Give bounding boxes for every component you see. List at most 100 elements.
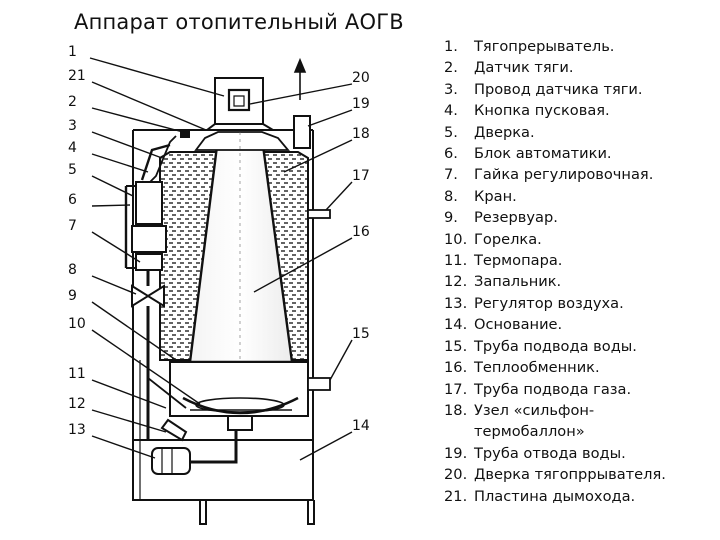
legend-item: 9. Резервуар. xyxy=(444,207,666,228)
legend-text: Резервуар. xyxy=(474,209,558,227)
callout-9: 9 xyxy=(68,288,77,304)
legend-text: Труба подвода воды. xyxy=(474,337,637,355)
legend-text: Провод датчика тяги. xyxy=(474,80,643,98)
legend-text: Кнопка пусковая. xyxy=(474,102,610,120)
legend-item: 2. Датчик тяги. xyxy=(444,57,666,78)
automatic-control-block xyxy=(124,143,171,271)
legend-num: 18. xyxy=(444,401,468,419)
legend-text: Дверка. xyxy=(474,123,535,141)
callout-11: 11 xyxy=(68,366,86,382)
callout-5: 5 xyxy=(68,162,77,178)
callout-1: 1 xyxy=(68,44,77,60)
legend-num: 17. xyxy=(444,380,468,398)
legend-item: 6. Блок автоматики. xyxy=(444,143,666,164)
legend-text: Тягопрерыватель. xyxy=(474,38,615,55)
diagram-title: Аппарат отопительный АОГВ xyxy=(74,10,404,34)
legend-num: 4. xyxy=(444,102,458,120)
callout-14: 14 xyxy=(352,418,370,434)
legend-item: 21. Пластина дымохода. xyxy=(444,486,666,507)
legend-text: Основание. xyxy=(474,316,563,334)
callout-15: 15 xyxy=(352,326,370,342)
legend-text: Кран. xyxy=(474,187,517,205)
leader-lines xyxy=(89,57,353,461)
draft-sensor xyxy=(180,130,190,138)
callout-7: 7 xyxy=(68,218,77,234)
legend-item: 17. Труба подвода газа. xyxy=(444,379,666,400)
gas-inlet-pipe xyxy=(307,209,331,219)
callout-4: 4 xyxy=(68,140,77,156)
legend-item: 5. Дверка. xyxy=(444,122,666,143)
base xyxy=(133,439,315,525)
legend-num: 7. xyxy=(444,166,458,184)
firebox xyxy=(169,361,309,417)
legend-num: 2. xyxy=(444,59,458,77)
legend-item: 4. Кнопка пусковая. xyxy=(444,100,666,121)
legend-item: 14. Основание. xyxy=(444,314,666,335)
legend-num: 5. xyxy=(444,123,458,141)
legend-num: 1. xyxy=(444,38,458,55)
legend-item: 20. Дверка тягопррывателя. xyxy=(444,464,666,485)
legend-text: Регулятор воздуха. xyxy=(474,294,624,312)
callouts-left: 1 21 2 3 4 5 6 7 8 9 10 11 12 13 xyxy=(68,44,86,438)
legend-text: Труба отвода воды. xyxy=(474,444,626,462)
callout-6: 6 xyxy=(68,192,77,208)
legend-item: 10. Горелка. xyxy=(444,229,666,250)
legend-num: 16. xyxy=(444,359,468,377)
legend-item: 3. Провод датчика тяги. xyxy=(444,79,666,100)
legend-num: 19. xyxy=(444,444,468,462)
callout-20: 20 xyxy=(352,70,370,86)
legend-text: Термопара. xyxy=(474,252,563,270)
legend-text: Дверка тягопррывателя. xyxy=(474,466,666,484)
legend-item: 1. Тягопрерыватель. xyxy=(444,36,666,57)
legend-num: 11. xyxy=(444,252,468,270)
legend-text: Теплообменник. xyxy=(474,359,600,377)
gas-valve xyxy=(131,270,165,440)
callout-2: 2 xyxy=(68,94,77,110)
legend-text-cont: термобаллон» xyxy=(474,423,585,441)
legend-text: Труба подвода газа. xyxy=(474,380,632,398)
legend-num: 8. xyxy=(444,187,458,205)
legend-item: 18. Узел «сильфон-термобаллон» xyxy=(444,400,666,443)
legend-num: 14. xyxy=(444,316,468,334)
legend-item: 15. Труба подвода воды. xyxy=(444,336,666,357)
parts-legend: 1. Тягопрерыватель. 2. Датчик тяги. 3. Пров… xyxy=(444,36,666,507)
legend-num: 15. xyxy=(444,337,468,355)
legend-num: 9. xyxy=(444,209,458,227)
draft-sensor-wire xyxy=(149,135,177,183)
legend-text: Датчик тяги. xyxy=(474,59,574,77)
draft-breaker xyxy=(204,77,277,131)
callout-18: 18 xyxy=(352,126,370,142)
callout-19: 19 xyxy=(352,96,370,112)
legend-item: 13. Регулятор воздуха. xyxy=(444,293,666,314)
legend-item: 12. Запальник. xyxy=(444,271,666,292)
legend-text: Горелка. xyxy=(474,230,542,248)
legend-text: Пластина дымохода. xyxy=(474,487,636,505)
legend-item: 11. Термопара. xyxy=(444,250,666,271)
legend-num: 3. xyxy=(444,80,458,98)
pilot-burner xyxy=(147,377,188,442)
callout-8: 8 xyxy=(68,262,77,278)
callout-16: 16 xyxy=(352,224,370,240)
callout-17: 17 xyxy=(352,168,370,184)
legend-num: 13. xyxy=(444,294,468,312)
legend-item: 16. Теплообменник. xyxy=(444,357,666,378)
legend-num: 21. xyxy=(444,487,468,505)
callout-10: 10 xyxy=(68,316,86,332)
legend-text: Узел «сильфон- xyxy=(474,401,595,419)
callout-21: 21 xyxy=(68,68,86,84)
legend-text: Гайка регулировочная. xyxy=(474,166,654,184)
legend-text: Блок автоматики. xyxy=(474,145,612,163)
boiler-diagram: 1 21 2 3 4 5 6 7 8 9 10 11 12 13 20 19 1… xyxy=(68,44,370,525)
water-outlet-pipe xyxy=(293,115,311,149)
callout-12: 12 xyxy=(68,396,86,412)
callout-13: 13 xyxy=(68,422,86,438)
legend-item: 7. Гайка регулировочная. xyxy=(444,164,666,185)
water-inlet-pipe xyxy=(307,377,331,391)
legend-num: 12. xyxy=(444,273,468,291)
legend-num: 10. xyxy=(444,230,468,248)
callouts-right: 20 19 18 17 16 15 14 xyxy=(352,70,370,434)
legend-num: 20. xyxy=(444,466,468,484)
legend-num: 6. xyxy=(444,145,458,163)
legend-item: 19. Труба отвода воды. xyxy=(444,443,666,464)
legend-text: Запальник. xyxy=(474,273,562,291)
